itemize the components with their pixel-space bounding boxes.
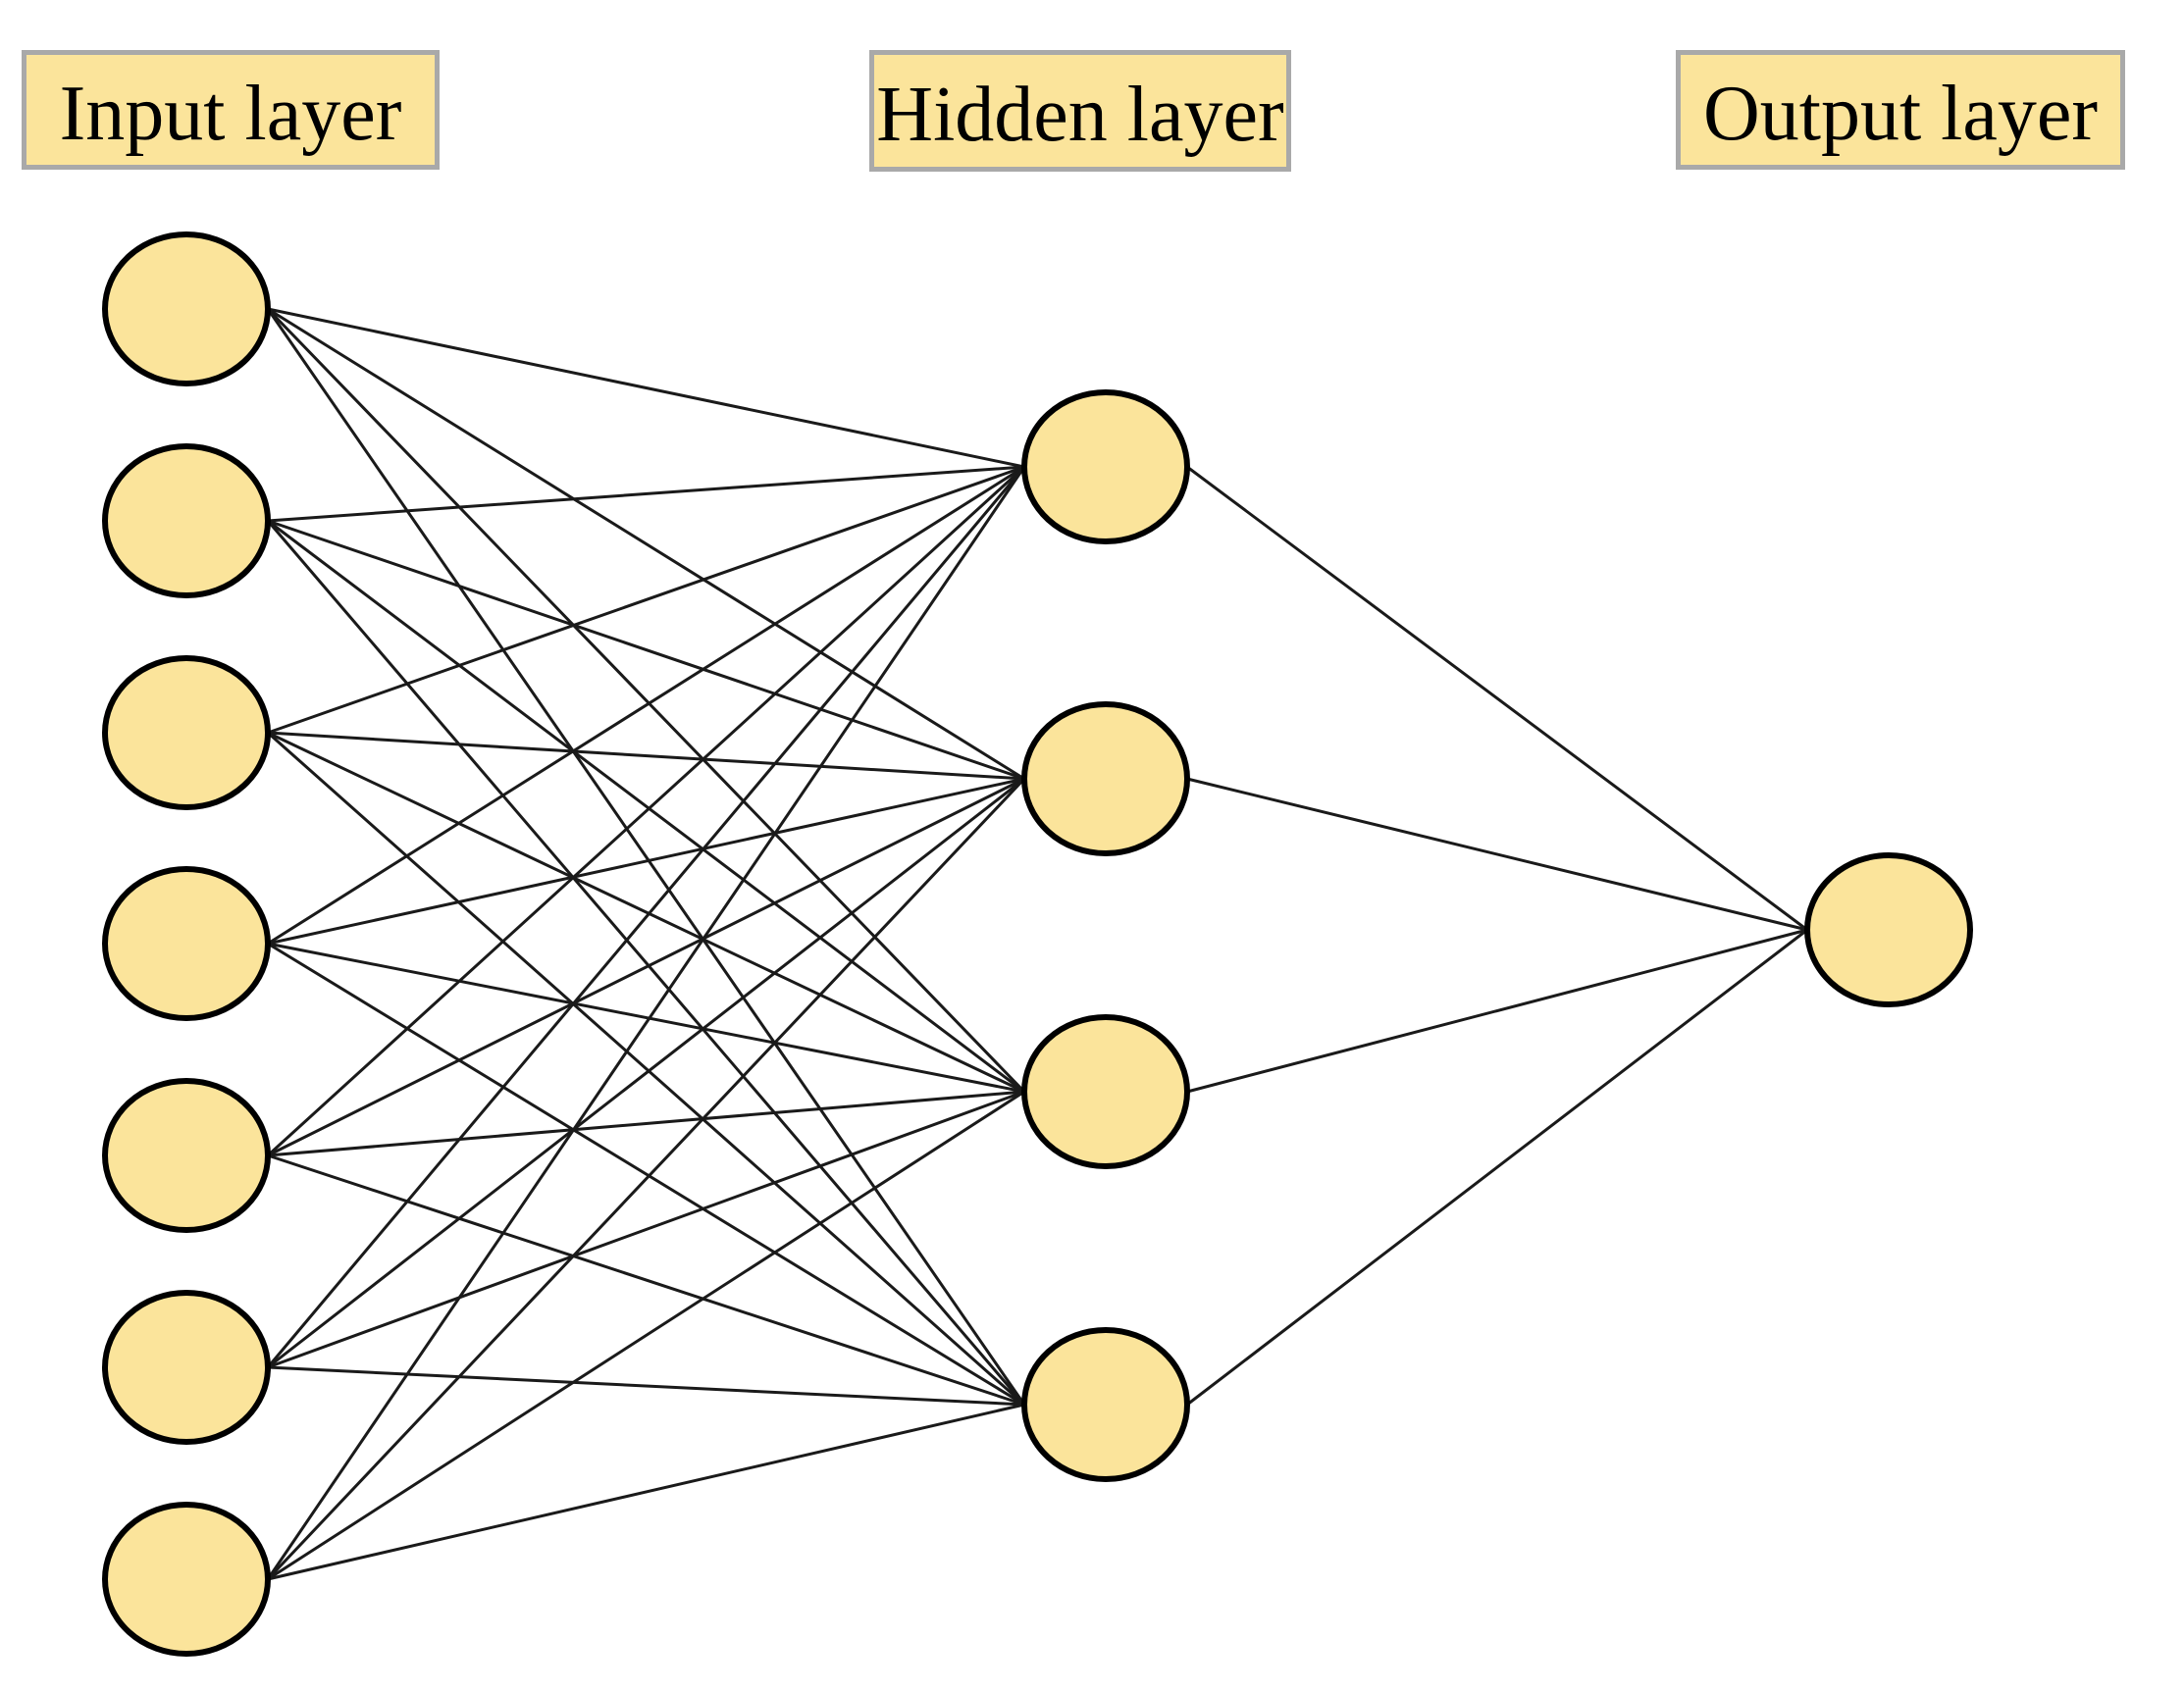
hidden-node-3 [1021,1014,1190,1169]
input-node-4 [102,866,271,1021]
edge-input2-hidden4 [266,519,1026,1407]
edge-input7-hidden3 [266,1090,1026,1581]
edge-input6-hidden2 [266,777,1026,1369]
edge-hidden3-output1 [1185,928,1809,1094]
edge-input2-hidden2 [266,519,1026,781]
edge-input1-hidden1 [266,307,1026,469]
edge-input6-hidden3 [266,1090,1026,1369]
output-node-1 [1804,852,1973,1007]
edge-input3-hidden4 [266,731,1026,1407]
edge-hidden2-output1 [1185,777,1809,932]
edge-input1-hidden3 [266,307,1026,1094]
edge-input7-hidden2 [266,777,1026,1581]
edge-input7-hidden1 [266,465,1026,1581]
input-node-7 [102,1502,271,1657]
edge-input4-hidden3 [266,942,1026,1094]
input-node-1 [102,231,271,386]
hidden-layer-label: Hidden layer [869,50,1291,172]
edge-input1-hidden2 [266,307,1026,781]
output-layer-label: Output layer [1676,50,2125,170]
edge-input2-hidden3 [266,519,1026,1094]
edge-input1-hidden4 [266,307,1026,1407]
edge-hidden4-output1 [1185,928,1809,1407]
edge-input3-hidden1 [266,465,1026,735]
edge-input6-hidden4 [266,1365,1026,1407]
input-node-5 [102,1078,271,1233]
edge-input2-hidden1 [266,465,1026,523]
hidden-node-1 [1021,389,1190,544]
edge-input5-hidden4 [266,1153,1026,1407]
edge-input4-hidden2 [266,777,1026,946]
edge-input3-hidden2 [266,731,1026,781]
edge-input6-hidden1 [266,465,1026,1369]
edge-input4-hidden1 [266,465,1026,946]
edge-input7-hidden4 [266,1403,1026,1581]
hidden-node-4 [1021,1327,1190,1482]
input-layer-label: Input layer [22,50,440,170]
input-node-6 [102,1290,271,1445]
edge-input5-hidden3 [266,1090,1026,1157]
edge-input4-hidden4 [266,942,1026,1407]
hidden-node-2 [1021,701,1190,856]
edge-hidden1-output1 [1185,465,1809,932]
input-node-2 [102,443,271,598]
edge-input3-hidden3 [266,731,1026,1094]
input-node-3 [102,655,271,810]
edge-input5-hidden1 [266,465,1026,1157]
edge-input5-hidden2 [266,777,1026,1157]
